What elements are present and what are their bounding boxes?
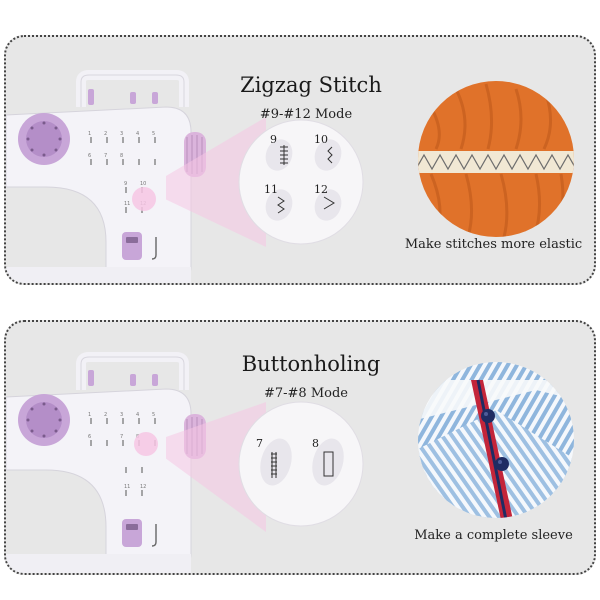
stitch-number-8: 8 [312,437,319,450]
stitch-number-10: 10 [314,133,328,146]
machine-number-7: 7 [120,434,123,440]
svg-text:2: 2 [104,131,107,137]
buttonhole-icon-7 [271,452,277,478]
striped-shirt-photo [418,362,574,518]
svg-text:3: 3 [120,412,123,418]
svg-text:4: 4 [136,412,139,418]
buttonholing-title: Buttonholing [241,352,381,376]
highlight-glow [132,187,156,211]
machine-number-11: 11 [124,201,130,207]
thread-pin [88,89,94,105]
svg-text:5: 5 [152,412,155,418]
zigzag-thread [418,153,574,171]
svg-text:1: 1 [88,412,91,418]
stitch-zoom-view: 7 8 [166,401,364,532]
stitch-icon-10 [327,146,333,164]
stitch-zoom-view: 9 10 11 12 [166,117,364,247]
buttonholing-mode: #7-#8 Mode [263,386,348,401]
svg-text:8: 8 [120,153,123,159]
machine-number-11: 11 [124,484,130,490]
stitch-icon-12 [323,196,335,210]
stitch-number-7: 7 [256,437,263,450]
orange-fabric-photo [418,81,574,237]
buttonholing-caption: Make a complete sleeve [414,528,573,543]
svg-text:6: 6 [88,434,91,440]
svg-text:1: 1 [88,131,91,137]
stitch-number-11: 11 [264,183,278,196]
machine-number-12: 12 [140,484,146,490]
svg-text:5: 5 [152,131,155,137]
stitch-length-knob [122,232,142,260]
svg-text:2: 2 [104,412,107,418]
zigzag-caption: Make stitches more elastic [404,237,583,252]
zigzag-mode: #9-#12 Mode [259,107,353,122]
stitch-length-knob [122,519,142,547]
zigzag-title: Zigzag Stitch [240,73,382,97]
stitch-icon-11 [277,196,285,214]
machine-number-10: 10 [140,181,146,187]
machine-number-9: 9 [124,181,127,187]
button-icon [481,409,495,423]
highlight-glow [134,432,158,456]
svg-text:4: 4 [136,131,139,137]
buttonhole-icon-8 [323,451,334,477]
stitch-number-9: 9 [270,133,277,146]
svg-text:7: 7 [104,153,107,159]
svg-text:6: 6 [88,153,91,159]
stitch-icon-9 [280,145,288,165]
button-icon [495,457,509,471]
stitch-number-12: 12 [314,183,328,196]
svg-text:3: 3 [120,131,123,137]
